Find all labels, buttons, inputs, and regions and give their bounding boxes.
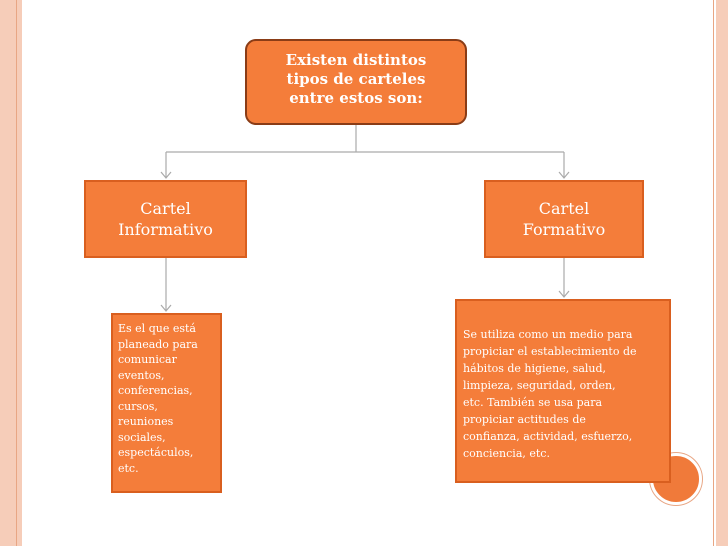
- description-formativo: Se utiliza como un medio para propiciar …: [455, 299, 671, 483]
- description-line: propiciar el establecimiento de: [463, 345, 637, 358]
- right-frame-line: [713, 0, 714, 546]
- description-line: conciencia, etc.: [463, 447, 550, 460]
- description-line: reuniones: [118, 415, 174, 428]
- root-node-line: entre estos son:: [289, 89, 423, 107]
- node-cartel-informativo: Cartel Informativo: [84, 180, 247, 258]
- description-line: propiciar actitudes de: [463, 413, 586, 426]
- description-informativo: Es el que está planeado para comunicar e…: [111, 313, 222, 493]
- description-line: etc.: [118, 461, 139, 475]
- node-label-line: Cartel: [140, 199, 191, 218]
- description-line: comunicar: [118, 353, 177, 366]
- description-line: etc. También se usa para: [463, 396, 603, 409]
- description-line: cursos,: [118, 399, 158, 413]
- description-line: confianza, actividad, esfuerzo,: [463, 430, 633, 443]
- node-label-line: Informativo: [118, 220, 213, 239]
- arrowhead-right-lower: [558, 290, 570, 298]
- left-frame-line: [16, 0, 17, 546]
- node-label-line: Formativo: [522, 220, 606, 239]
- description-line: conferencias,: [118, 384, 193, 397]
- description-line: hábitos de higiene, salud,: [463, 362, 607, 375]
- description-line: planeado para: [118, 337, 198, 351]
- arrowhead-left-upper: [160, 171, 172, 179]
- arrowhead-right-upper: [558, 171, 570, 179]
- root-node-line: tipos de carteles: [286, 70, 426, 88]
- node-cartel-formativo: Cartel Formativo: [484, 180, 644, 258]
- description-line: Se utiliza como un medio para: [463, 328, 633, 341]
- node-label-line: Cartel: [538, 199, 590, 218]
- description-line: sociales,: [118, 430, 166, 444]
- arrowhead-left-lower: [160, 304, 172, 312]
- description-line: limpieza, seguridad, orden,: [463, 379, 616, 392]
- description-line: eventos,: [118, 368, 165, 382]
- description-line: Es el que está: [118, 322, 196, 335]
- root-node: Existen distintos tipos de carteles entr…: [245, 39, 467, 125]
- right-frame-band: [716, 0, 728, 546]
- root-node-line: Existen distintos: [285, 51, 427, 69]
- description-line: espectáculos,: [118, 446, 194, 459]
